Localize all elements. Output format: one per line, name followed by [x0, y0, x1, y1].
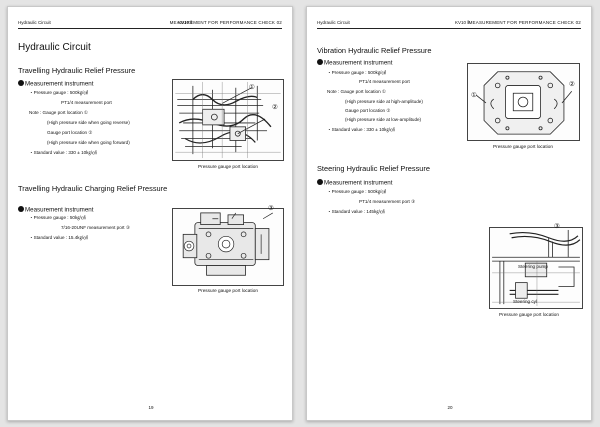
- spec-line: Gauge port location ②: [47, 130, 93, 135]
- spec-line: Note : Gauge port location ①: [327, 89, 387, 94]
- header-chapter: MEASUREMENT FOR PERFORMANCE CHECK 02: [169, 20, 282, 25]
- measurement-heading: Measurement instrument: [317, 179, 392, 188]
- spec-line: Gauge port location ②: [345, 108, 391, 113]
- header-section: Hydraulic Circuit: [317, 20, 350, 25]
- section-title: Travelling Hydraulic Charging Relief Pre…: [18, 184, 168, 193]
- spec-line: (High pressure side when going reverse): [47, 120, 130, 125]
- figure-caption: Pressure gauge port location: [198, 164, 258, 169]
- spec-line: ・Standard value : 330 ± 10㎏/㎠: [327, 127, 395, 132]
- callout-2: ②: [569, 81, 575, 88]
- spec-line: ・Pressure gauge : 50㎏/㎠: [29, 215, 86, 220]
- spec-line: ・Standard value : 145㎏/㎠: [327, 209, 385, 214]
- spec-line: 7/16-20UNF measurement port ③: [61, 225, 130, 230]
- page-header: Hydraulic Circuit KV10 Ⅱ MEASUREMENT FOR…: [317, 19, 581, 29]
- callout-1: ①: [249, 84, 255, 91]
- bullet-icon: [317, 179, 323, 185]
- spec-line: (High pressure side when going forward): [47, 140, 130, 145]
- figure-vibration-motor: [467, 63, 580, 141]
- spec-line: Note : Gauge port location ①: [29, 110, 89, 115]
- callout-1: ①: [471, 92, 477, 99]
- figure-label-steering-cyl: Steering cyl: [513, 299, 538, 304]
- figure-caption: Pressure gauge port location: [198, 288, 258, 293]
- section-title: Vibration Hydraulic Relief Pressure: [317, 46, 432, 55]
- spec-line: (High pressure side at low-amplitude): [345, 117, 422, 122]
- measurement-heading: Measurement instrument: [18, 206, 93, 215]
- figure-label-steering-pump: Steering pump: [518, 264, 548, 269]
- bullet-icon: [18, 206, 24, 212]
- header-model: KV10 Ⅱ: [178, 20, 193, 25]
- measurement-heading: Measurement instrument: [18, 80, 93, 89]
- page-number: 19: [148, 405, 154, 410]
- left-page: Hydraulic Circuit KV10 Ⅱ MEASUREMENT FOR…: [7, 6, 293, 421]
- figure-caption: Pressure gauge port location: [493, 144, 553, 149]
- spec-line: PT1/4 measurement port: [61, 100, 112, 105]
- figure-steering-pump: [489, 227, 583, 309]
- spec-line: PT1/4 measurement port ③: [359, 199, 416, 204]
- callout-3: ③: [554, 223, 560, 230]
- header-chapter: MEASUREMENT FOR PERFORMANCE CHECK 02: [468, 20, 581, 25]
- measurement-heading: Measurement instrument: [317, 59, 392, 68]
- page-header: Hydraulic Circuit KV10 Ⅱ MEASUREMENT FOR…: [18, 19, 282, 29]
- page-title: Hydraulic Circuit: [18, 42, 91, 53]
- spec-line: ・Pressure gauge : 500㎏/㎠: [327, 70, 386, 75]
- page-number: 20: [447, 405, 453, 410]
- header-section: Hydraulic Circuit: [18, 20, 51, 25]
- callout-3: ③: [268, 205, 274, 212]
- spec-line: ・Pressure gauge : 500㎏/㎠: [327, 189, 386, 194]
- spec-line: (High pressure side at high-amplitude): [345, 99, 423, 104]
- spec-line: PT1/4 measurement port: [359, 79, 410, 84]
- bullet-icon: [18, 80, 24, 86]
- figure-travel-hydraulic-lines: [172, 79, 284, 161]
- callout-2: ②: [272, 104, 278, 111]
- bullet-icon: [317, 59, 323, 65]
- figure-charging-pump: [172, 208, 284, 286]
- figure-caption: Pressure gauge port location: [499, 312, 559, 317]
- right-page: Hydraulic Circuit KV10 Ⅱ MEASUREMENT FOR…: [306, 6, 592, 421]
- section-title: Steering Hydraulic Relief Pressure: [317, 164, 430, 173]
- spec-line: ・Standard value : 15.4㎏/㎠: [29, 235, 88, 240]
- spec-line: ・Standard value : 330 ± 10㎏/㎠: [29, 150, 97, 155]
- spec-line: ・Pressure gauge : 500㎏/㎠: [29, 90, 88, 95]
- header-model: KV10 Ⅱ: [455, 20, 470, 25]
- section-title: Travelling Hydraulic Relief Pressure: [18, 66, 136, 75]
